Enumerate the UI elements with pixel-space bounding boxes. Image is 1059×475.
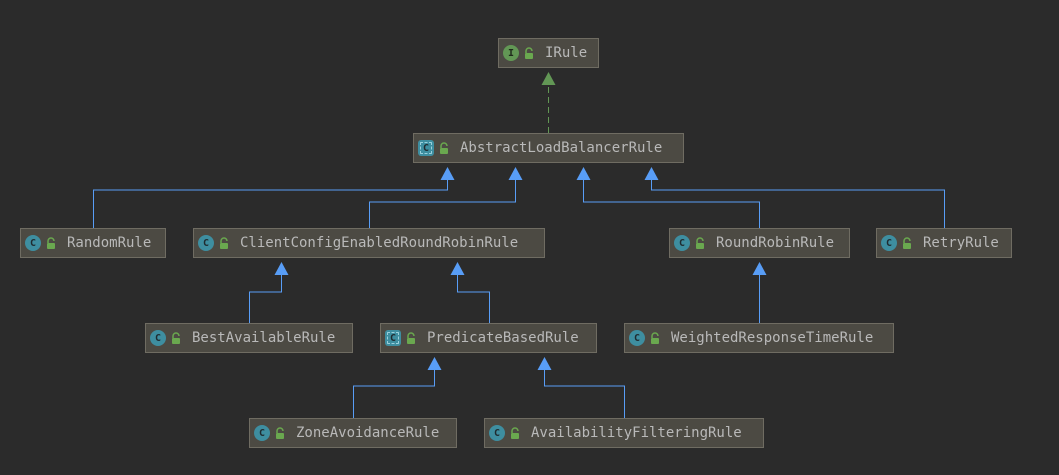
class-name-label: IRule	[545, 45, 588, 61]
class-icon: C	[881, 235, 897, 251]
class-name-label: ZoneAvoidanceRule	[296, 425, 440, 441]
arrowhead-clientconfig	[508, 167, 523, 180]
edge-weighted-to-roundrobin	[752, 262, 767, 323]
arrowhead-retry	[644, 167, 659, 180]
class-name-label: RoundRobinRule	[716, 235, 835, 251]
class-node-weighted[interactable]: C WeightedResponseTimeRule	[624, 323, 894, 353]
class-name-label: AbstractLoadBalancerRule	[460, 140, 663, 156]
edge-abstract-to-irule	[541, 72, 556, 133]
public-access-lock-icon	[47, 237, 55, 249]
class-icon: C	[25, 235, 41, 251]
edge-clientconfig-to-abstract	[369, 167, 523, 228]
class-node-bestavailable[interactable]: C BestAvailableRule	[145, 323, 353, 353]
class-icon: C	[489, 425, 505, 441]
edge-predicate-to-clientconfig	[450, 262, 490, 323]
class-name-label: AvailabilityFilteringRule	[531, 425, 742, 441]
public-access-lock-icon	[651, 332, 659, 344]
public-access-lock-icon	[220, 237, 228, 249]
class-node-roundrobin[interactable]: C RoundRobinRule	[669, 228, 850, 258]
public-access-lock-icon	[525, 47, 533, 59]
class-node-retry[interactable]: C RetryRule	[876, 228, 1012, 258]
class-name-label: BestAvailableRule	[192, 330, 336, 346]
edge-availability-to-predicate	[537, 357, 625, 418]
class-node-abstract[interactable]: C AbstractLoadBalancerRule	[413, 133, 684, 163]
edge-bestavailable-to-clientconfig	[249, 262, 289, 323]
arrowhead-predicate	[450, 262, 465, 275]
arrowhead-random	[440, 167, 455, 180]
class-node-random[interactable]: C RandomRule	[20, 228, 166, 258]
class-name-label: PredicateBasedRule	[427, 330, 579, 346]
edge-random-to-abstract	[93, 167, 455, 228]
public-access-lock-icon	[172, 332, 180, 344]
public-access-lock-icon	[440, 142, 448, 154]
abstract-class-icon: C	[385, 330, 401, 346]
class-icon: C	[150, 330, 166, 346]
public-access-lock-icon	[407, 332, 415, 344]
class-icon: C	[629, 330, 645, 346]
arrowhead-weighted	[752, 262, 767, 275]
public-access-lock-icon	[696, 237, 704, 249]
class-node-clientconfig[interactable]: C ClientConfigEnabledRoundRobinRule	[193, 228, 545, 258]
interface-icon: I	[503, 45, 519, 61]
public-access-lock-icon	[276, 427, 284, 439]
class-icon: C	[254, 425, 270, 441]
arrowhead-bestavailable	[274, 262, 289, 275]
public-access-lock-icon	[903, 237, 911, 249]
public-access-lock-icon	[511, 427, 519, 439]
class-name-label: RandomRule	[67, 235, 152, 251]
abstract-class-icon: C	[418, 140, 434, 156]
class-node-availability[interactable]: C AvailabilityFilteringRule	[484, 418, 764, 448]
arrowhead-zone	[427, 357, 442, 370]
arrowhead-abstract	[541, 72, 556, 85]
class-name-label: RetryRule	[923, 235, 999, 251]
class-name-label: WeightedResponseTimeRule	[671, 330, 874, 346]
class-name-label: ClientConfigEnabledRoundRobinRule	[240, 235, 519, 251]
class-node-zone[interactable]: C ZoneAvoidanceRule	[249, 418, 457, 448]
class-node-irule[interactable]: I IRule	[498, 38, 599, 68]
class-icon: C	[198, 235, 214, 251]
arrowhead-availability	[537, 357, 552, 370]
edge-retry-to-abstract	[644, 167, 945, 228]
arrowhead-roundrobin	[576, 167, 591, 180]
edge-zone-to-predicate	[353, 357, 442, 418]
class-node-predicate[interactable]: C PredicateBasedRule	[380, 323, 597, 353]
edge-roundrobin-to-abstract	[576, 167, 760, 228]
class-icon: C	[674, 235, 690, 251]
